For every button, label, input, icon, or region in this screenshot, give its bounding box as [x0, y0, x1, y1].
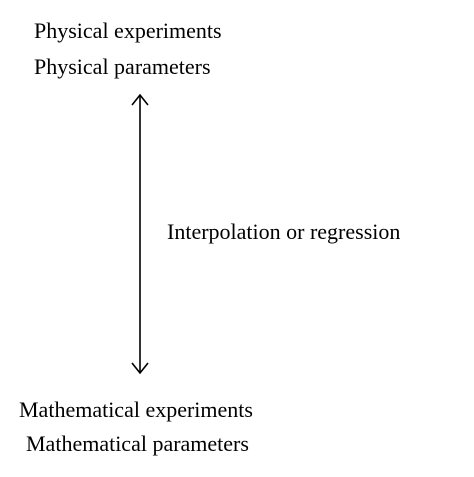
- interpolation-regression-label: Interpolation or regression: [167, 219, 401, 244]
- physical-parameters-label: Physical parameters: [34, 54, 211, 79]
- mathematical-parameters-label: Mathematical parameters: [26, 431, 249, 456]
- physical-experiments-label: Physical experiments: [34, 18, 222, 43]
- arrow-head-up: [131, 93, 149, 106]
- mathematical-experiments-label: Mathematical experiments: [19, 397, 253, 422]
- arrow-head-down: [131, 362, 149, 375]
- bidirectional-arrow: [131, 93, 149, 375]
